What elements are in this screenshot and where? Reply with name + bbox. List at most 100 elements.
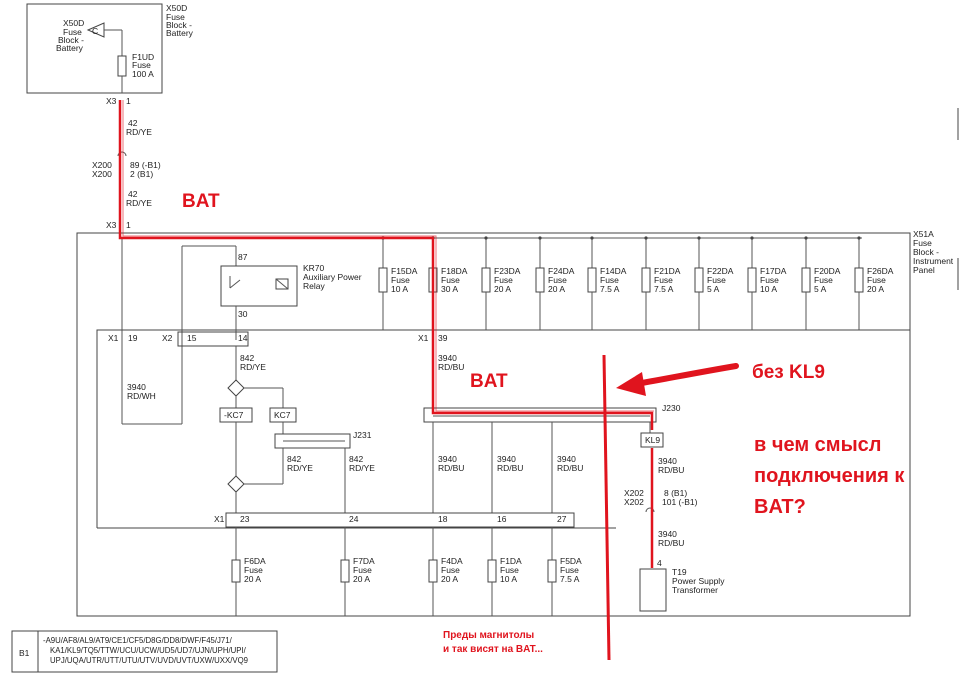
fuse-f5da-icon bbox=[547, 559, 557, 583]
pin15: 15 bbox=[187, 333, 197, 343]
fuse-f17da-rating: 10 A bbox=[760, 284, 777, 294]
question-l1: в чем смысл bbox=[754, 434, 882, 456]
x200-c2: X200 bbox=[92, 169, 112, 179]
fuse-f20da-rating: 5 A bbox=[814, 284, 827, 294]
fuse-f4da-rating: 20 A bbox=[441, 574, 458, 584]
fuse-f23da-icon bbox=[481, 267, 491, 293]
x51a-l4: Panel bbox=[913, 265, 935, 275]
fuse-f15da-icon bbox=[378, 267, 388, 293]
fuse-f7da-type: Fuse bbox=[353, 565, 372, 575]
kl9-label: KL9 bbox=[645, 435, 660, 445]
fuse-f15da-type: Fuse bbox=[391, 275, 410, 285]
fuse-f1ud-icon bbox=[117, 55, 127, 77]
pin18: 18 bbox=[438, 514, 448, 524]
x1-19-label: X1 bbox=[108, 333, 119, 343]
kr70-pin30: 30 bbox=[238, 309, 248, 319]
x202-c2: X202 bbox=[624, 497, 644, 507]
f1ud-rating: 100 A bbox=[132, 69, 154, 79]
pin16: 16 bbox=[497, 514, 507, 524]
x50d-inner-id: X50D bbox=[63, 18, 84, 28]
wire-842a-color: RD/YE bbox=[240, 362, 266, 372]
fuse-f18da-rating: 30 A bbox=[441, 284, 458, 294]
fuse-f5da-id: F5DA bbox=[560, 556, 582, 566]
fuse-f20da-icon bbox=[801, 267, 811, 293]
fuse-f24da-type: Fuse bbox=[548, 275, 567, 285]
x2-15-label: X2 bbox=[162, 333, 173, 343]
fuse-f24da-icon bbox=[535, 267, 545, 293]
fuse-f1da-rating: 10 A bbox=[500, 574, 517, 584]
pin27: 27 bbox=[557, 514, 567, 524]
fuse-f1da-icon bbox=[487, 559, 497, 583]
x51a-l3: Instrument bbox=[913, 256, 954, 266]
wire-842c-color: RD/YE bbox=[349, 463, 375, 473]
fuse-f14da-id: F14DA bbox=[600, 266, 627, 276]
kr70-id: KR70 bbox=[303, 263, 325, 273]
wire-3940-t19-num: 3940 bbox=[658, 529, 677, 539]
wire-842b-color: RD/YE bbox=[287, 463, 313, 473]
fuse-f17da-id: F17DA bbox=[760, 266, 787, 276]
wire-3940-x1-num: 3940 bbox=[438, 353, 457, 363]
fuse-f21da-rating: 7.5 A bbox=[654, 284, 674, 294]
t19-id: T19 bbox=[672, 567, 687, 577]
fuse-f14da-icon bbox=[587, 267, 597, 293]
fuse-f22da-id: F22DA bbox=[707, 266, 734, 276]
fuse-f20da-id: F20DA bbox=[814, 266, 841, 276]
bat-label-top: BAT bbox=[182, 191, 220, 212]
fuse-f22da-rating: 5 A bbox=[707, 284, 720, 294]
x1-bot-label: X1 bbox=[214, 514, 225, 524]
fuse-f4da-type: Fuse bbox=[441, 565, 460, 575]
x3-top-label: X3 bbox=[106, 96, 117, 106]
t19-pin: 4 bbox=[657, 558, 662, 568]
fuse-f20da-type: Fuse bbox=[814, 275, 833, 285]
pin19: 19 bbox=[128, 333, 138, 343]
wire-3940-r2-color: RD/BU bbox=[497, 463, 523, 473]
x50d-inner-l3: Battery bbox=[56, 43, 84, 53]
fuse-block-instrument-panel-box bbox=[76, 232, 911, 617]
kl9-box bbox=[640, 432, 664, 448]
fuse-f24da-id: F24DA bbox=[548, 266, 575, 276]
kr70-relay-icon bbox=[220, 265, 298, 307]
bat-label-mid: BAT bbox=[470, 371, 508, 392]
red-divider-line bbox=[602, 354, 611, 661]
no-kl9-label: без KL9 bbox=[752, 362, 825, 383]
wire-42a-num: 42 bbox=[128, 118, 138, 128]
pin14: 14 bbox=[238, 333, 248, 343]
fuse-f26da-type: Fuse bbox=[867, 275, 886, 285]
x50d-id: X50D bbox=[166, 3, 187, 13]
b1-line2: KA1/KL9/TQ5/TTW/UCU/UCW/UD5/UD7/UJN/UPH/… bbox=[50, 646, 247, 655]
question-l2: подключения к bbox=[754, 465, 905, 487]
b1-label: B1 bbox=[19, 648, 30, 658]
fuse-f26da-icon bbox=[854, 267, 864, 293]
fuse-f1da-id: F1DA bbox=[500, 556, 522, 566]
fuse-f5da-rating: 7.5 A bbox=[560, 574, 580, 584]
wire-842c-num: 842 bbox=[349, 454, 363, 464]
fuse-f18da-id: F18DA bbox=[441, 266, 468, 276]
wire-3940-x1-color: RD/BU bbox=[438, 362, 464, 372]
fuse-f6da-rating: 20 A bbox=[244, 574, 261, 584]
x200-p2: 2 (B1) bbox=[130, 169, 153, 179]
fuse-f26da-id: F26DA bbox=[867, 266, 894, 276]
fuse-f7da-icon bbox=[340, 559, 350, 583]
fuse-f15da-rating: 10 A bbox=[391, 284, 408, 294]
x202-p2: 101 (-B1) bbox=[662, 497, 698, 507]
bat-path-top bbox=[118, 100, 654, 430]
wire-842b-num: 842 bbox=[287, 454, 301, 464]
fuse-f23da-type: Fuse bbox=[494, 275, 513, 285]
splice-diamond-upper-icon bbox=[227, 379, 245, 397]
x50d-inner-l2: Block - bbox=[58, 35, 84, 45]
wire-3940-t19-color: RD/BU bbox=[658, 538, 684, 548]
t19-transformer-icon bbox=[639, 568, 667, 612]
t19-l1: Power Supply bbox=[672, 576, 725, 586]
fuse-f4da-id: F4DA bbox=[441, 556, 463, 566]
wire-42b-color: RD/YE bbox=[126, 198, 152, 208]
fuse-block-battery-box bbox=[26, 3, 163, 94]
wire-3940-r1-num: 3940 bbox=[438, 454, 457, 464]
j231-bar bbox=[274, 433, 351, 449]
fuse-f4da-icon bbox=[428, 559, 438, 583]
x200-p1: 89 (-B1) bbox=[130, 160, 161, 170]
fuse-f17da-icon bbox=[747, 267, 757, 293]
b1-line1: -A9U/AF8/AL9/AT9/CE1/CF5/D8G/DD8/DWF/F45… bbox=[43, 636, 233, 645]
x3-top-pin: 1 bbox=[126, 96, 131, 106]
wire-842a-num: 842 bbox=[240, 353, 254, 363]
